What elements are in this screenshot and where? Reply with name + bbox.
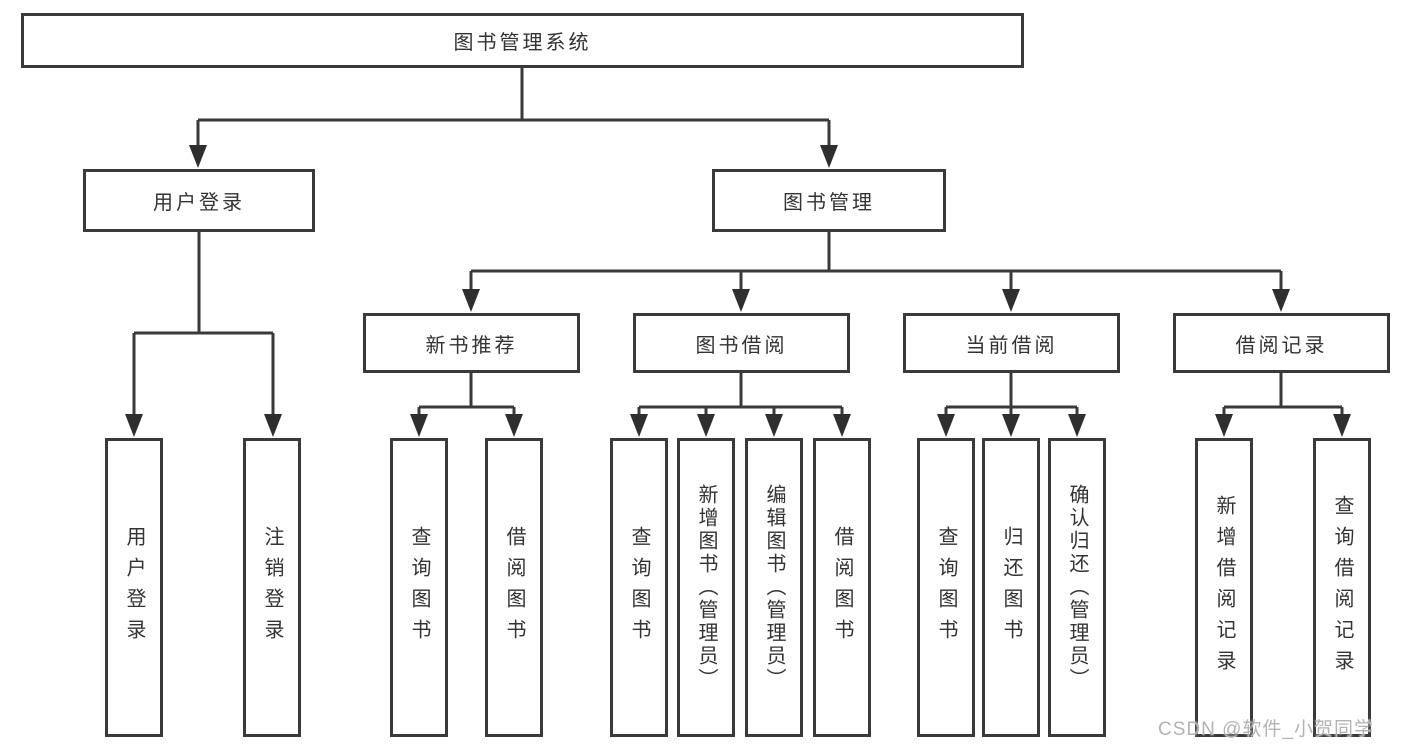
arrow-down-icon bbox=[1002, 414, 1020, 437]
arrow-down-icon bbox=[505, 414, 523, 437]
arrow-down-icon bbox=[630, 414, 648, 437]
arrow-down-icon bbox=[1068, 414, 1086, 437]
arrow-down-icon bbox=[264, 414, 282, 437]
leaf-borrow-books: 借阅图书 bbox=[813, 438, 871, 737]
arrow-down-icon bbox=[410, 414, 428, 437]
arrow-down-icon bbox=[937, 414, 955, 437]
arrow-down-icon bbox=[125, 414, 143, 437]
leaf-add-borrow-record: 新增借阅记录 bbox=[1195, 438, 1253, 737]
arrow-down-icon bbox=[462, 289, 480, 312]
arrow-down-icon bbox=[820, 145, 838, 168]
node-book-borrowing: 图书借阅 bbox=[633, 313, 850, 373]
arrow-down-icon bbox=[1215, 414, 1233, 437]
leaf-search-borrow-record: 查询借阅记录 bbox=[1313, 438, 1371, 737]
arrow-down-icon bbox=[1333, 414, 1351, 437]
leaf-borrow-books-recommend: 借阅图书 bbox=[485, 438, 543, 737]
node-book-management-module: 图书管理 bbox=[712, 169, 946, 232]
leaf-user-login: 用户登录 bbox=[105, 438, 163, 737]
arrow-down-icon bbox=[697, 414, 715, 437]
leaf-edit-books-admin: 编辑图书（管理员） bbox=[745, 438, 803, 737]
leaf-confirm-return-admin: 确认归还（管理员） bbox=[1048, 438, 1106, 737]
leaf-search-books-recommend: 查询图书 bbox=[390, 438, 448, 737]
arrow-down-icon bbox=[765, 414, 783, 437]
node-user-login-module: 用户登录 bbox=[83, 169, 315, 232]
csdn-watermark: CSDN @软件_小贺同学 bbox=[1158, 719, 1374, 740]
arrow-down-icon bbox=[833, 414, 851, 437]
leaf-logout: 注销登录 bbox=[243, 438, 301, 737]
leaf-add-books-admin: 新增图书（管理员） bbox=[677, 438, 735, 737]
node-current-borrowing: 当前借阅 bbox=[903, 313, 1120, 373]
arrow-down-icon bbox=[1272, 289, 1290, 312]
node-borrowing-records: 借阅记录 bbox=[1173, 313, 1390, 373]
leaf-search-books-borrowing: 查询图书 bbox=[610, 438, 668, 737]
arrow-down-icon bbox=[1002, 289, 1020, 312]
node-library-management-system: 图书管理系统 bbox=[21, 13, 1024, 68]
arrow-down-icon bbox=[189, 145, 207, 168]
arrow-down-icon bbox=[732, 289, 750, 312]
leaf-search-books-current: 查询图书 bbox=[917, 438, 975, 737]
leaf-return-books: 归还图书 bbox=[982, 438, 1040, 737]
node-new-book-recommendation: 新书推荐 bbox=[363, 313, 580, 373]
